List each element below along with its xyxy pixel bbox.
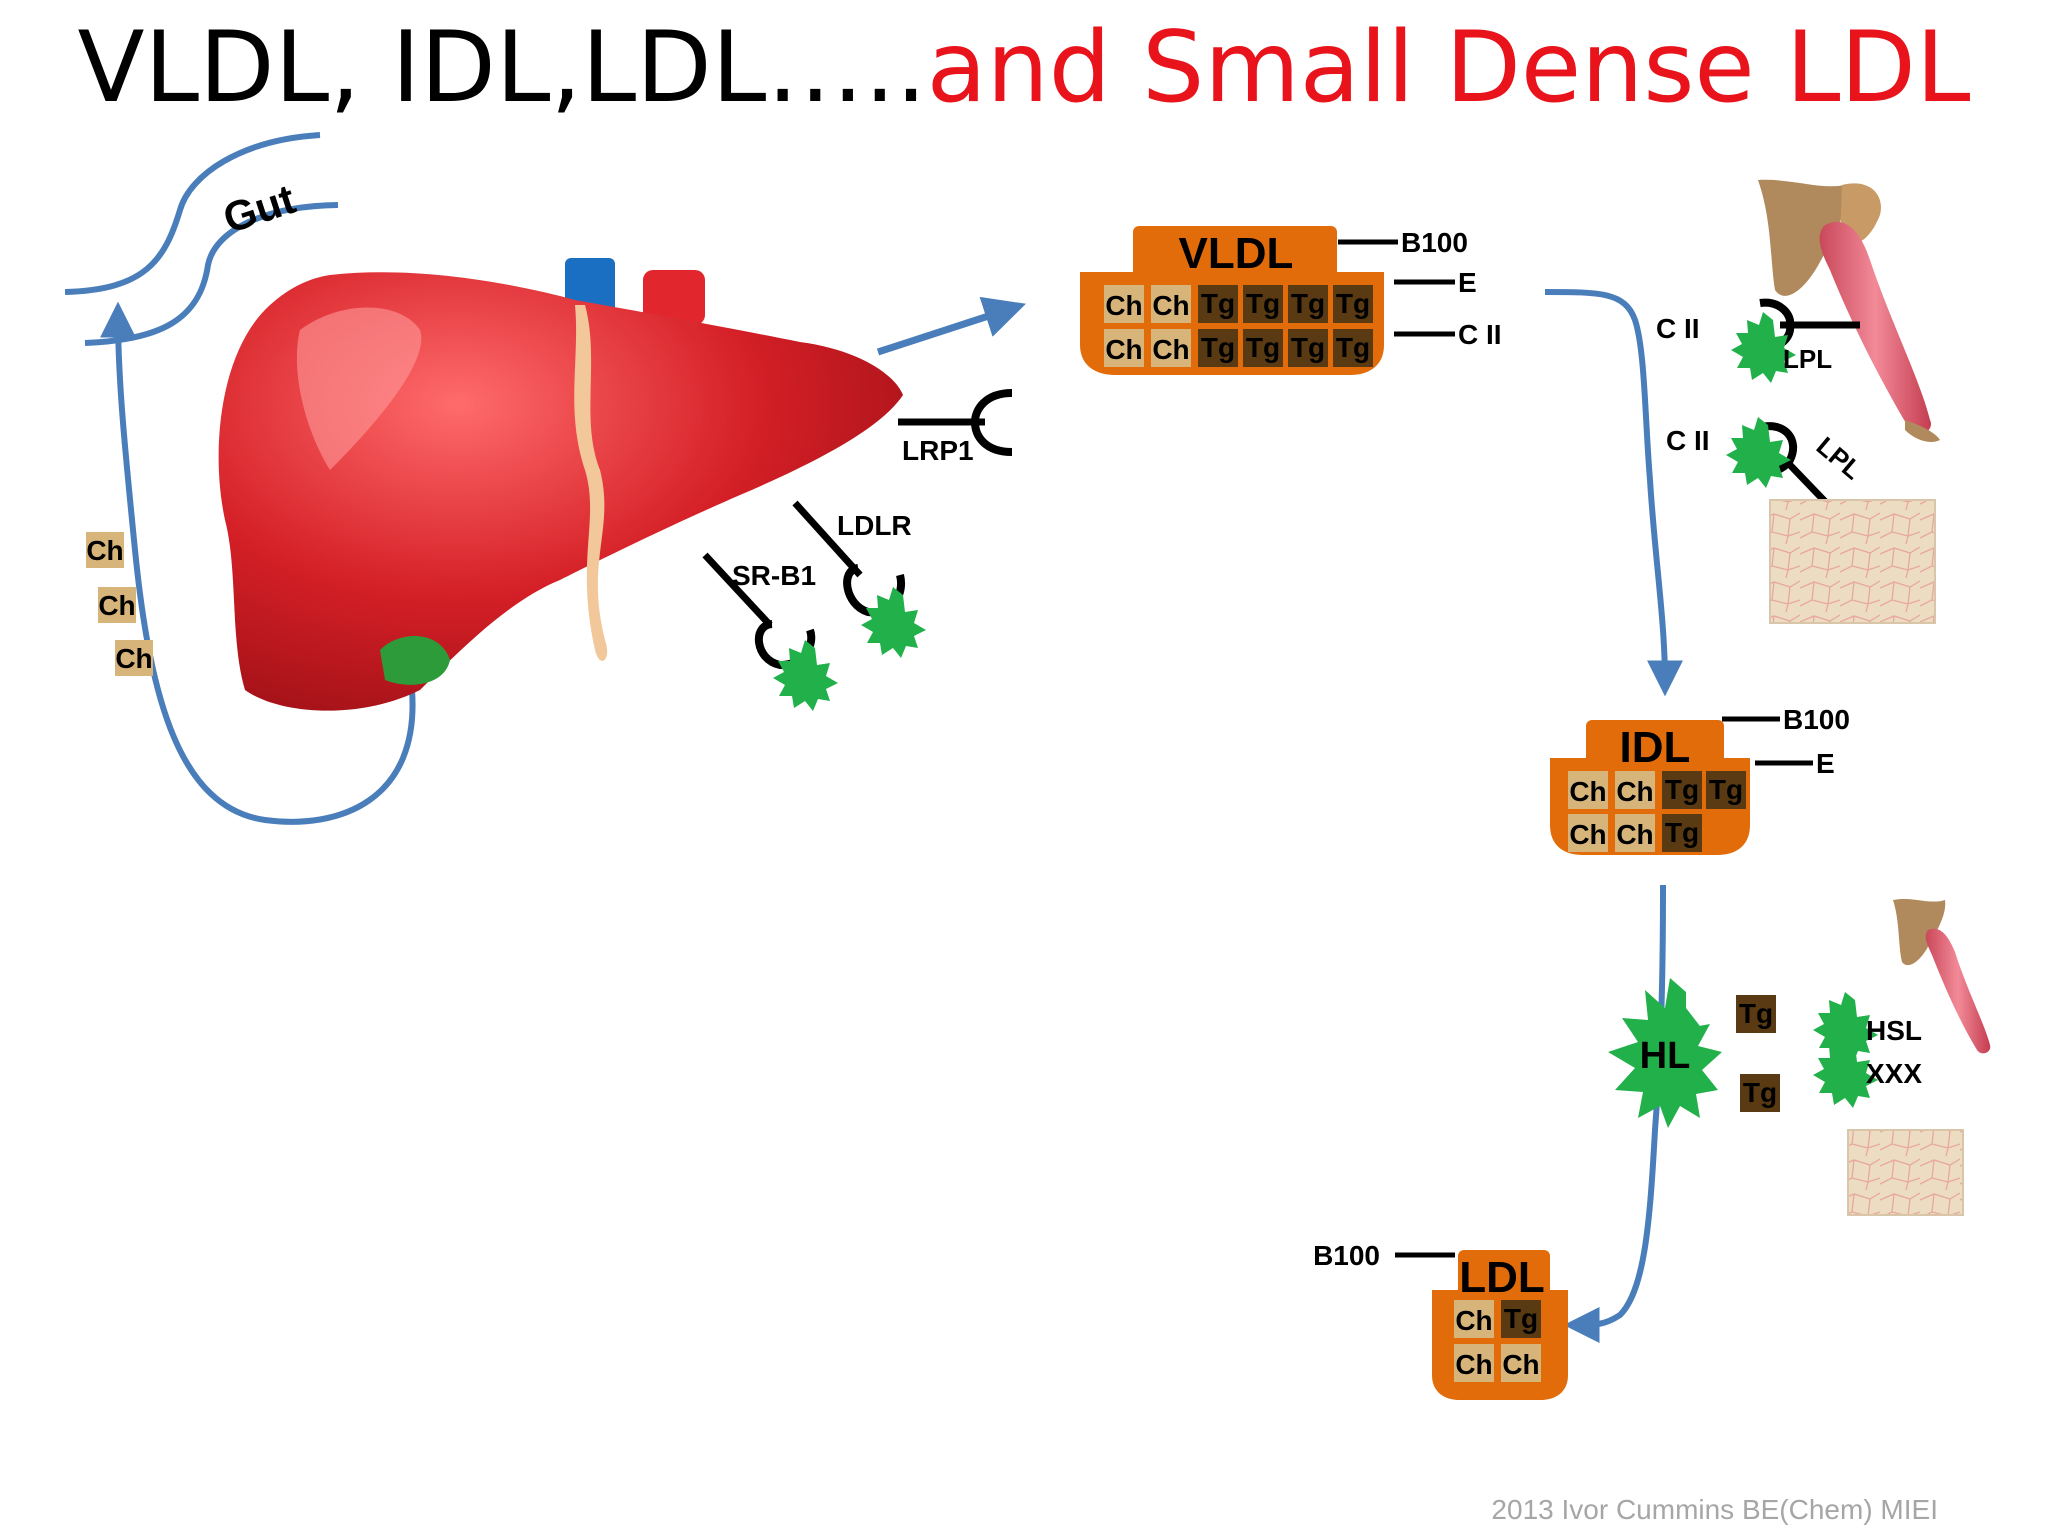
ldl-chip-r1-2: Tg (1504, 1303, 1538, 1334)
vldl-chip-r1-4: Tg (1246, 288, 1280, 319)
vldl-apo-lines (1338, 239, 1455, 337)
vldl-chip-r1-2: Ch (1152, 290, 1189, 321)
released-tg-1 (1736, 995, 1776, 1033)
xxx-label: XXX (1866, 1058, 1922, 1089)
adipose-c2-label: C II (1666, 425, 1710, 456)
ldl-apo-b100: B100 (1313, 1240, 1380, 1271)
footer-credit: 2013 Ivor Cummins BE(Chem) MIEI (1491, 1494, 1938, 1525)
vldl-apo-e: E (1458, 267, 1477, 298)
muscle-c2-burst (1731, 312, 1796, 383)
vldl-chip-r2-1: Ch (1105, 334, 1142, 365)
ldlr-label: LDLR (837, 510, 912, 541)
adipose-tissue-image-small (1847, 1129, 1964, 1216)
idl-chip-r2-1: Ch (1569, 819, 1606, 850)
idl-chip-r1-4: Tg (1709, 774, 1743, 805)
ldlr-ligand-burst (861, 587, 926, 658)
xxx-burst (1813, 1037, 1878, 1108)
chol-chip-3: Ch (115, 643, 152, 674)
title-part-1: VLDL, IDL,LDL….. (77, 11, 927, 125)
muscle-c2-label: C II (1656, 313, 1700, 344)
gut-label: Gut (217, 175, 300, 242)
adipose-tissue-image (1769, 499, 1936, 624)
vldl-chip-r2-2: Ch (1152, 334, 1189, 365)
vldl-apo-b100: B100 (1401, 227, 1468, 258)
vldl-apo-c2: C II (1458, 319, 1502, 350)
ldl-name: LDL (1459, 1253, 1545, 1302)
srb1-ligand-burst (773, 640, 838, 711)
vldl-chip-r2-3: Tg (1201, 332, 1235, 363)
idl-apo-lines (1722, 716, 1813, 766)
gut-outline (64, 132, 339, 346)
secretion-arrow (876, 296, 1026, 356)
released-tg-1-label: Tg (1739, 998, 1773, 1029)
vldl-chip-r1-6: Tg (1336, 288, 1370, 319)
chol-chip-2: Ch (98, 590, 135, 621)
idl-chip-r2-3: Tg (1665, 817, 1699, 848)
idl-apo-e: E (1816, 748, 1835, 779)
released-tg-2-label: Tg (1743, 1077, 1777, 1108)
vldl-chip-r1-5: Tg (1291, 288, 1325, 319)
idl-contents (1568, 771, 1746, 852)
hl-label: HL (1640, 1035, 1691, 1077)
idl-to-ldl-arrow (1563, 884, 1666, 1343)
idl-name: IDL (1620, 723, 1691, 772)
idl-apo-b100: B100 (1783, 704, 1850, 735)
liver-illustration (218, 258, 903, 711)
released-tg-2 (1740, 1074, 1780, 1112)
srb1-label: SR-B1 (732, 560, 816, 591)
hl-burst (1608, 978, 1722, 1128)
idl-chip-r2-2: Ch (1616, 819, 1653, 850)
idl-chip-r1-3: Tg (1665, 774, 1699, 805)
ldlr-receptor (792, 500, 906, 617)
idl-chip-r1-1: Ch (1569, 776, 1606, 807)
muscle-illustration (1758, 179, 1940, 442)
ldl-contents (1454, 1300, 1541, 1382)
slide-title: VLDL, IDL,LDL…..and Small Dense LDL (0, 8, 2048, 128)
vldl-name: VLDL (1179, 229, 1294, 278)
vldl-chip-r2-5: Tg (1291, 332, 1325, 363)
lrp1-receptor (898, 389, 1013, 456)
adipose-c2-burst (1726, 417, 1791, 488)
vldl-chip-r2-4: Tg (1246, 332, 1280, 363)
enterohepatic-arrow (100, 301, 416, 825)
vldl-chip-r2-6: Tg (1336, 332, 1370, 363)
circulating-cholesterol: Ch Ch Ch (86, 532, 153, 676)
vldl-chip-r1-1: Ch (1105, 290, 1142, 321)
vldl-to-idl-arrow (1544, 289, 1683, 697)
lrp1-label: LRP1 (902, 435, 974, 466)
vldl-contents (1104, 285, 1373, 367)
ldl-chip-r2-1: Ch (1455, 1349, 1492, 1380)
idl-chip-r1-2: Ch (1616, 776, 1653, 807)
muscle-lpl-label: LPL (1783, 344, 1832, 374)
muscle-illustration-small (1893, 898, 1991, 1054)
hsl-label: HSL (1866, 1015, 1922, 1046)
ldl-chip-r1-1: Ch (1455, 1305, 1492, 1336)
adipose-lpl-label: LPL (1811, 431, 1868, 486)
title-part-2: and Small Dense LDL (926, 11, 1971, 125)
ldl-chip-r2-2: Ch (1502, 1349, 1539, 1380)
chol-chip-1: Ch (86, 535, 123, 566)
vldl-chip-r1-3: Tg (1201, 288, 1235, 319)
